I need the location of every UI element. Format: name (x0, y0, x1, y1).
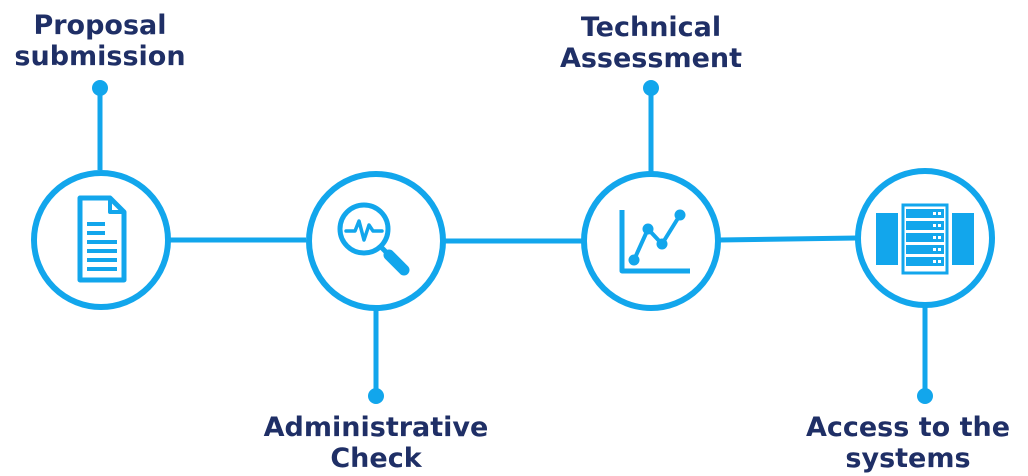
step-1-node (31, 170, 171, 310)
stem-dot-4 (917, 388, 933, 404)
connector-line-3 (718, 235, 858, 243)
step-label-proposal-submission: Proposal submission (14, 10, 186, 72)
step-3-node (581, 171, 721, 311)
step-label-administrative-check: Administrative Check (263, 412, 489, 474)
document-icon (77, 195, 127, 283)
stem-dot-3 (643, 80, 659, 96)
step-2-node (306, 171, 446, 311)
stem-dot-2 (368, 388, 384, 404)
step-4-node (855, 168, 995, 308)
magnifier-pulse-icon (337, 202, 410, 276)
line-chart-icon (619, 209, 690, 274)
server-rack-icon (876, 203, 974, 275)
step-label-technical-assessment: Technical Assessment (559, 12, 743, 74)
stem-dot-1 (92, 80, 108, 96)
step-label-access-to-the-systems: Access to the systems (805, 412, 1011, 474)
